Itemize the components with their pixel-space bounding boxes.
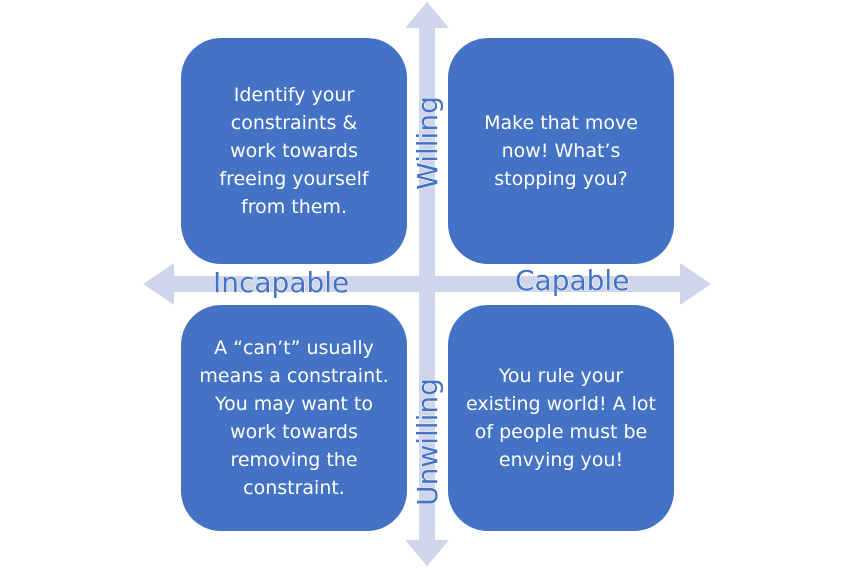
quadrant-unwilling-capable: You rule your existing world! A lot of p… <box>448 305 674 531</box>
axis-label-unwilling: Unwilling <box>411 378 445 507</box>
quadrant-unwilling-incapable: A “can’t” usually means a constraint. Yo… <box>181 305 407 531</box>
quadrant-text: Identify your constraints & work towards… <box>219 84 369 218</box>
axis-label-incapable: Incapable <box>212 266 350 300</box>
quadrant-willing-capable: Make that move now! What’s stopping you? <box>448 38 674 264</box>
axis-label-willing: Willing <box>411 96 445 191</box>
quadrant-willing-incapable: Identify your constraints & work towards… <box>181 38 407 264</box>
quadrant-text: A “can’t” usually means a constraint. Yo… <box>199 337 389 499</box>
quadrant-text: Make that move now! What’s stopping you? <box>484 112 638 190</box>
vertical-axis-arrow <box>405 2 449 566</box>
quadrant-text: You rule your existing world! A lot of p… <box>465 365 656 471</box>
axis-label-capable: Capable <box>514 264 630 298</box>
